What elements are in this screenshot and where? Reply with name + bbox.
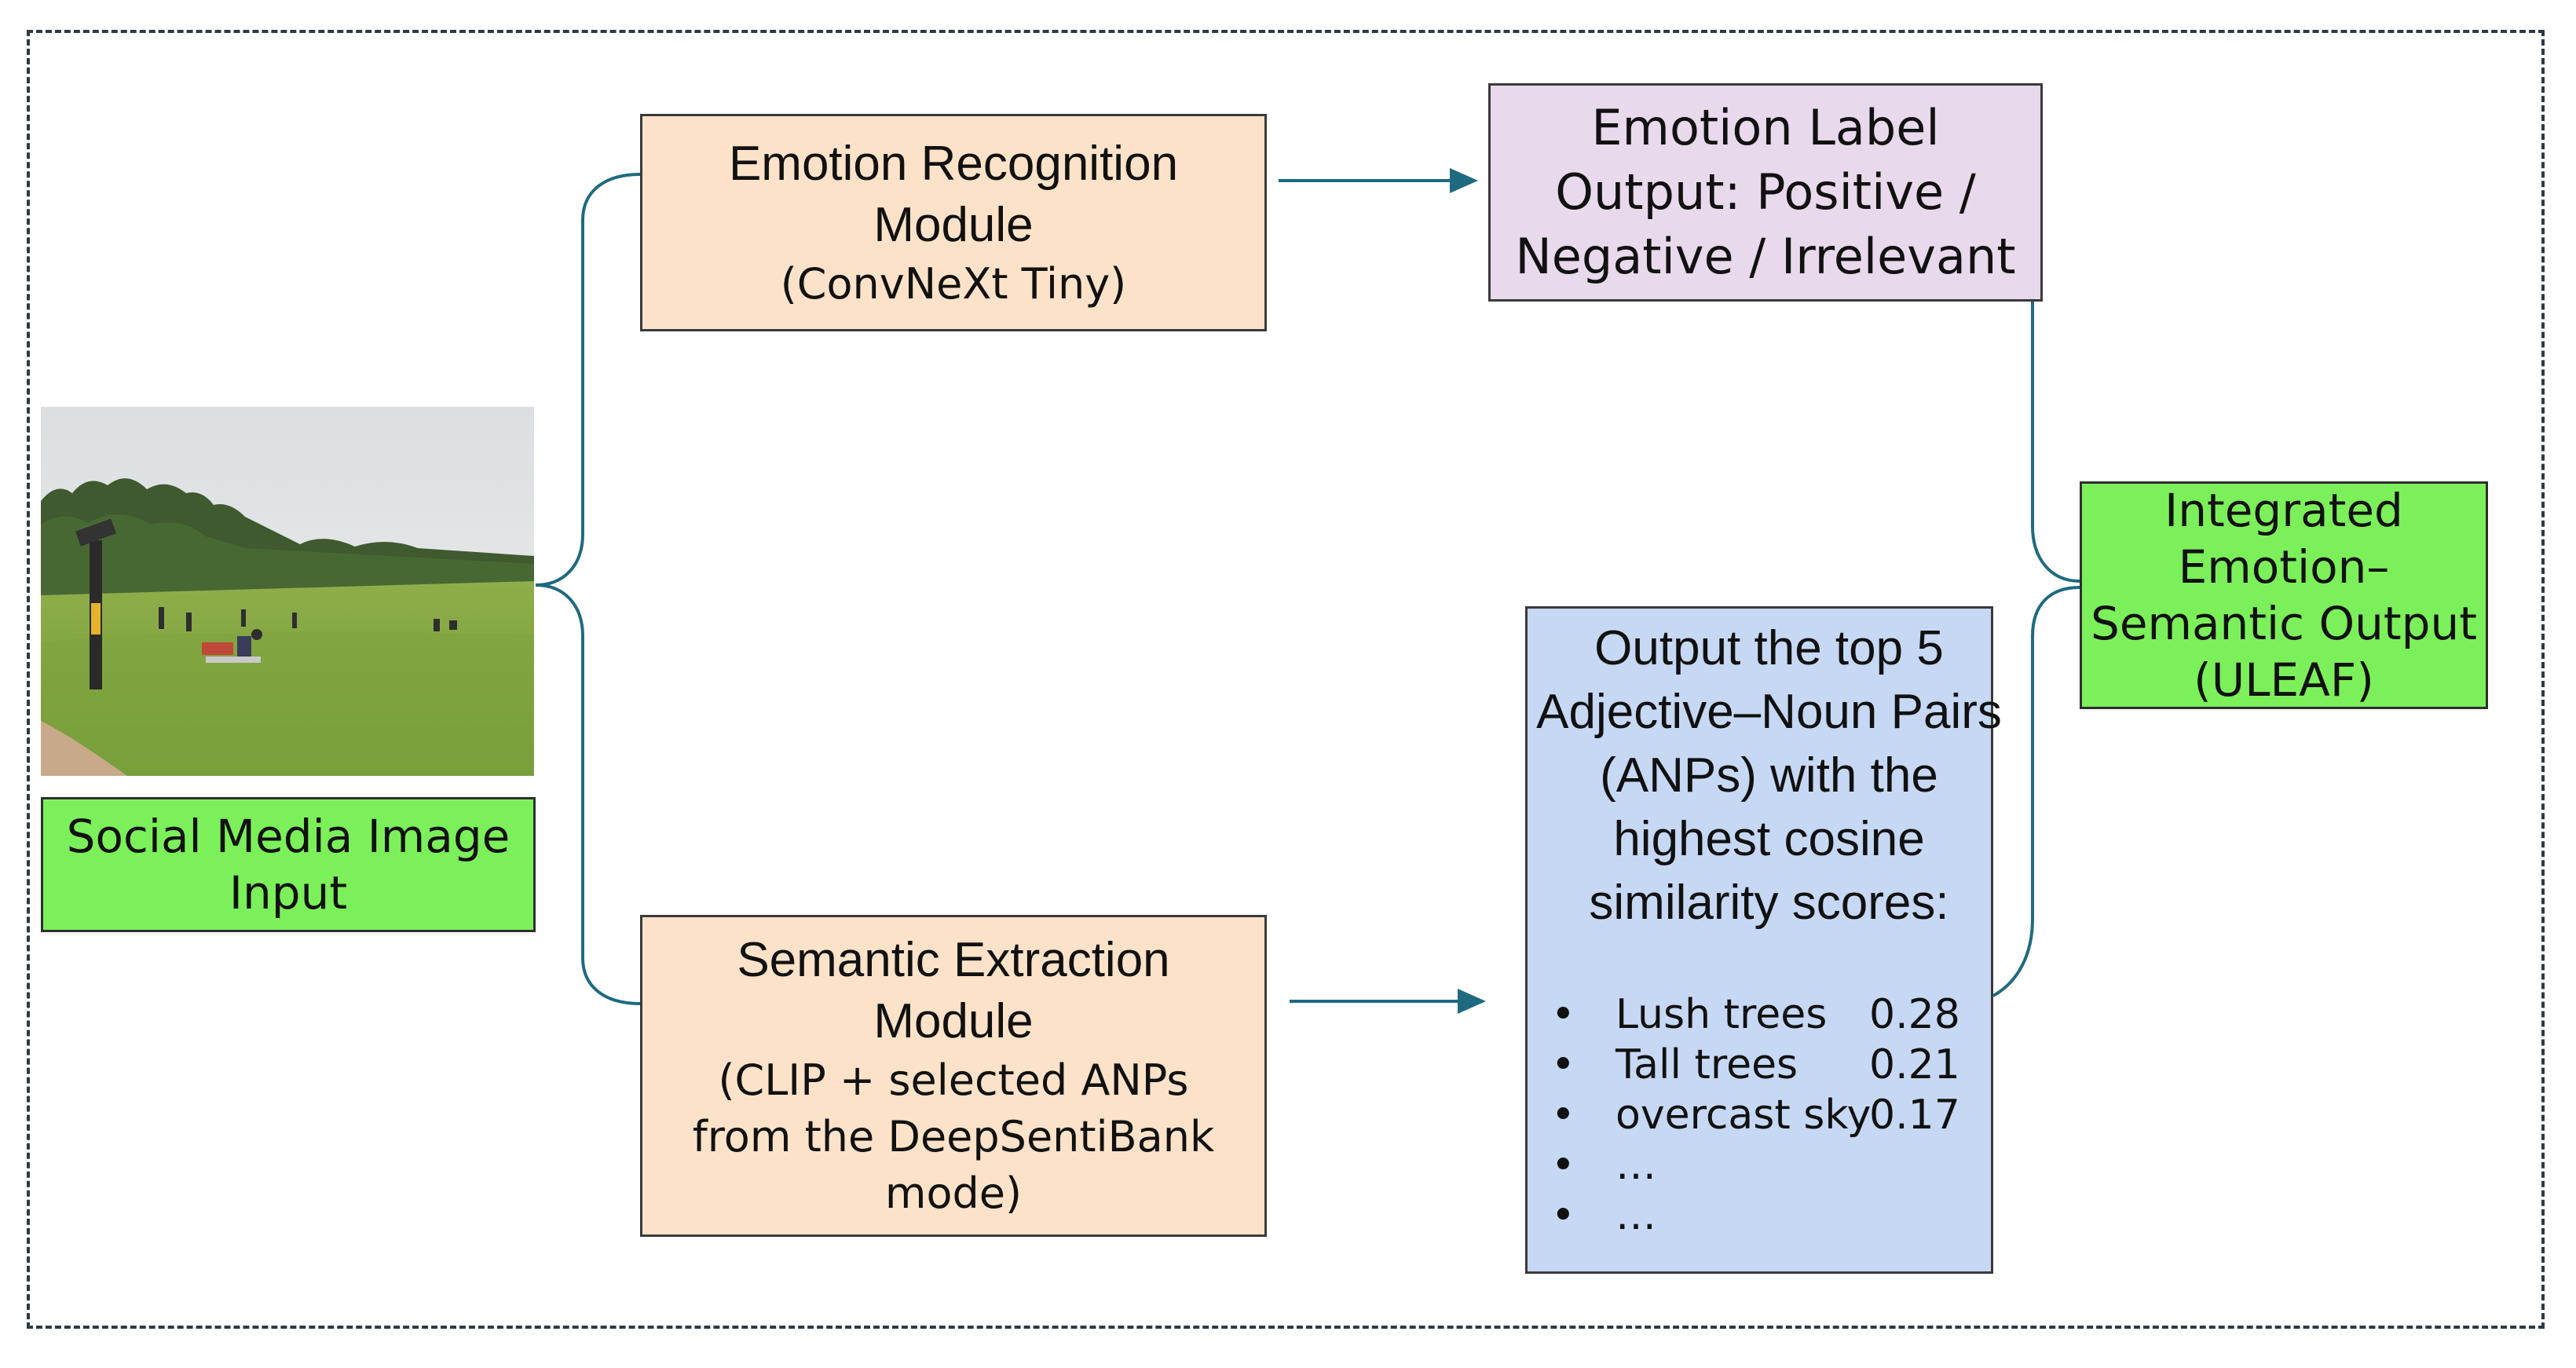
anp-output-intro: Output the top 5 Adjective–Noun Pairs (A…	[1535, 606, 2003, 944]
emotion-recognition-module: Emotion Recognition Module (ConvNeXt Tin…	[640, 114, 1267, 331]
social-media-photo	[41, 407, 534, 776]
integrated-output-label: Integrated Emotion–Semantic Output (ULEA…	[2091, 484, 2477, 707]
bracket-anp-to-integrated	[1992, 586, 2080, 997]
integrated-output-box: Integrated Emotion–Semantic Output (ULEA…	[2080, 481, 2488, 709]
anp-item: • overcast sky 0.17	[1551, 1090, 2022, 1140]
anp-score: 0.21	[1869, 1041, 1960, 1088]
bullet-icon: •	[1551, 1192, 1575, 1239]
anp-intro-text: Output the top 5 Adjective–Noun Pairs (A…	[1536, 620, 2002, 930]
anp-output-box	[1525, 606, 1993, 1274]
anp-name: …	[1615, 1192, 1656, 1239]
emotion-recognition-subtitle: (ConvNeXt Tiny)	[780, 258, 1127, 309]
semantic-extraction-subtitle: (CLIP + selected ANPs from the DeepSenti…	[692, 1055, 1215, 1218]
anp-name: overcast sky	[1615, 1092, 1872, 1139]
dashed-frame	[27, 30, 2545, 1329]
anp-item: • …	[1551, 1191, 2022, 1241]
bullet-icon: •	[1551, 1092, 1575, 1139]
anp-item: • Lush trees 0.28	[1551, 989, 2022, 1040]
anp-item: • Tall trees 0.21	[1551, 1040, 2022, 1090]
emotion-label-output: Emotion Label Output: Positive / Negativ…	[1488, 83, 2043, 302]
anp-name: Lush trees	[1615, 991, 1828, 1038]
semantic-extraction-module: Semantic Extraction Module (CLIP + selec…	[640, 915, 1267, 1237]
anp-name: Tall trees	[1615, 1041, 1798, 1088]
emotion-recognition-title: Emotion Recognition Module	[728, 136, 1179, 252]
image-input-label-box: Social Media Image Input	[41, 797, 536, 932]
anp-list: • Lush trees 0.28 • Tall trees 0.21 • ov…	[1551, 989, 2022, 1241]
emotion-label-text: Emotion Label Output: Positive / Negativ…	[1515, 99, 2016, 285]
semantic-extraction-title: Semantic Extraction Module	[737, 933, 1170, 1048]
bullet-icon: •	[1551, 1142, 1575, 1189]
bullet-icon: •	[1551, 1041, 1575, 1088]
bracket-label-to-integrated	[2031, 300, 2080, 583]
bracket-to-emotion-module	[535, 173, 641, 587]
bracket-to-semantic-module	[535, 583, 641, 1005]
anp-score: 0.17	[1869, 1092, 1960, 1139]
image-input-label: Social Media Image Input	[66, 810, 510, 920]
anp-score: 0.28	[1869, 991, 1960, 1038]
anp-item: • …	[1551, 1140, 2022, 1191]
anp-name: …	[1615, 1142, 1656, 1189]
bullet-icon: •	[1551, 991, 1575, 1038]
